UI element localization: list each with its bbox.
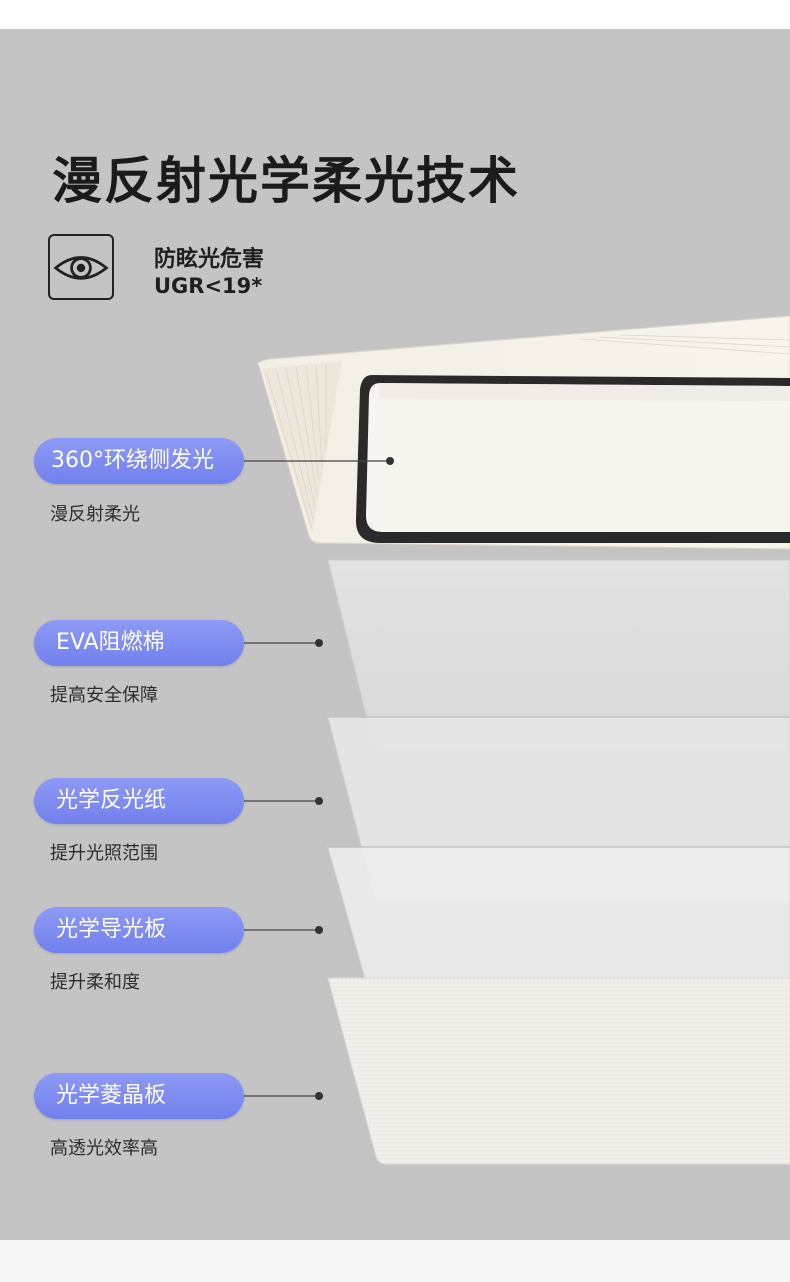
feature-title: 防眩光危害 <box>154 247 265 272</box>
layer-label-reflective-paper: 光学反光纸 <box>34 778 244 824</box>
layer-desc-prism-plate: 高透光效率高 <box>50 1138 158 1159</box>
layer-label-eva: EVA阻燃棉 <box>34 620 244 666</box>
layer-label-side-emitting: 360°环绕侧发光 <box>34 438 244 484</box>
layer-desc-side-emitting: 漫反射柔光 <box>50 504 140 525</box>
top-strip <box>0 0 790 29</box>
callout-connectors <box>244 457 394 1100</box>
bottom-strip <box>0 1240 790 1282</box>
prism-plate-layer <box>327 977 790 1165</box>
page-title: 漫反射光学柔光技术 <box>52 152 520 210</box>
eye-icon-box <box>48 234 114 300</box>
product-panel: 漫反射光学柔光技术 防眩光危害 UGR<19* <box>0 29 790 1240</box>
eye-icon <box>53 256 109 280</box>
layer-label-prism-plate: 光学菱晶板 <box>34 1073 244 1119</box>
lamp-frame-layer <box>257 315 790 550</box>
layer-desc-eva: 提高安全保障 <box>50 685 158 706</box>
exploded-layers-illustration <box>244 315 790 1165</box>
feature-value: UGR<19* <box>154 274 263 298</box>
layer-desc-reflective-paper: 提升光照范围 <box>50 843 158 864</box>
layer-label-light-guide: 光学导光板 <box>34 907 244 953</box>
layer-desc-light-guide: 提升柔和度 <box>50 972 140 993</box>
